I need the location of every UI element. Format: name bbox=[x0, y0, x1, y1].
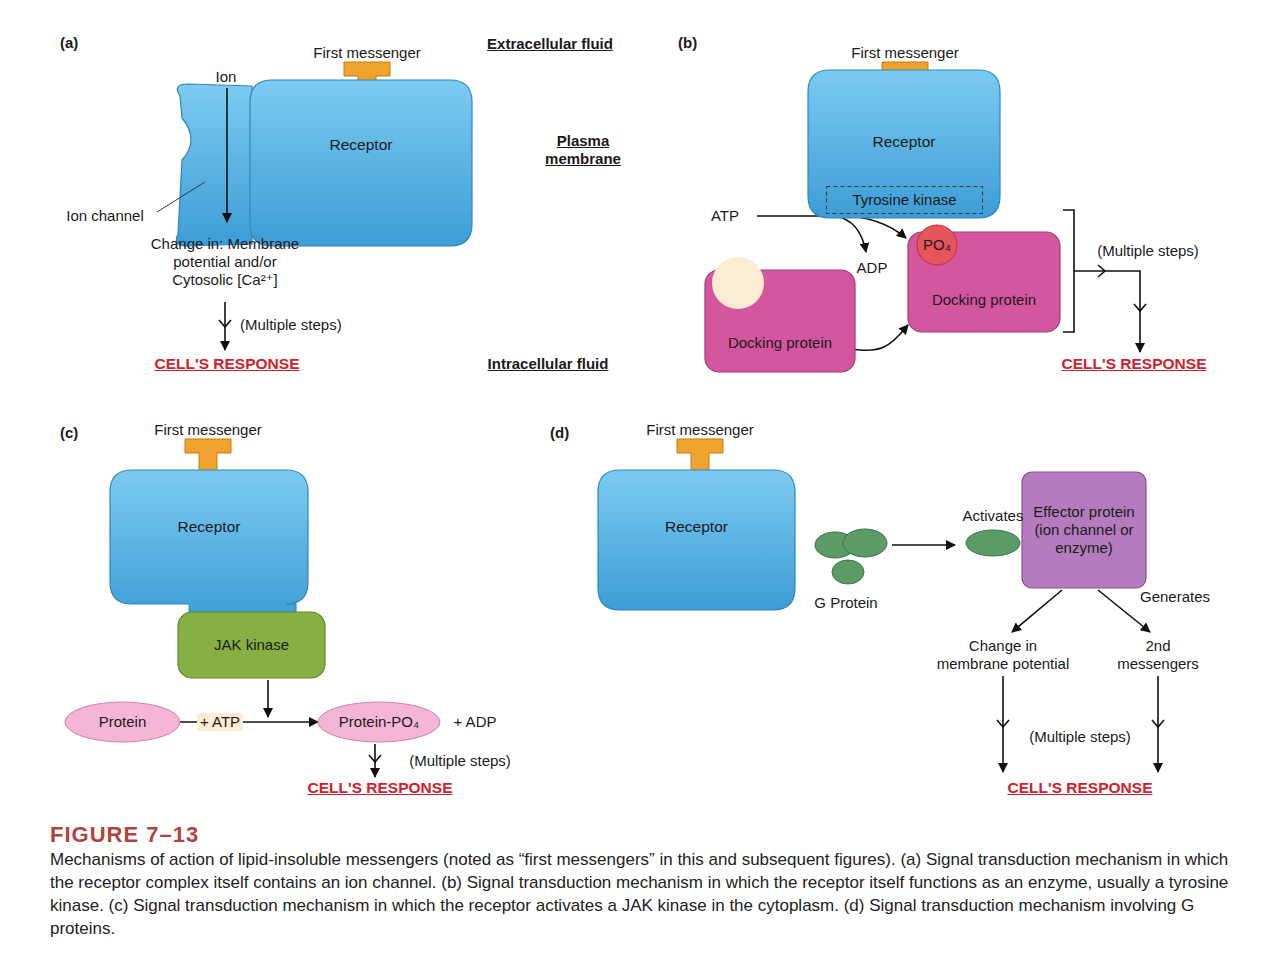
text-label: Generates bbox=[1140, 588, 1210, 606]
step-chevron bbox=[997, 720, 1164, 727]
response-label: CELL'S RESPONSE bbox=[155, 355, 300, 373]
node-text: (b) bbox=[678, 34, 697, 52]
response-label: CELL'S RESPONSE bbox=[1062, 355, 1207, 373]
protein: Protein-PO₄ bbox=[318, 702, 440, 742]
text-label: (Multiple steps) bbox=[409, 752, 511, 770]
receptor-shape bbox=[110, 470, 308, 620]
node-text: Receptor bbox=[665, 518, 728, 536]
g-protein: G Protein bbox=[800, 525, 892, 612]
text-label: (Multiple steps) bbox=[1029, 728, 1131, 746]
receptor: Receptor bbox=[250, 80, 472, 246]
receptor: ReceptorTyrosine kinase bbox=[808, 70, 1000, 218]
step-arrow bbox=[1002, 676, 1004, 772]
node-text: Docking protein bbox=[728, 334, 832, 352]
docking-protein: Docking protein PO₄ bbox=[908, 232, 1060, 332]
node-text: First messenger bbox=[313, 44, 421, 62]
receptor-shape bbox=[598, 470, 795, 610]
ion-channel bbox=[176, 84, 252, 246]
node-text: Receptor bbox=[873, 133, 936, 151]
node-text: Protein bbox=[99, 713, 147, 731]
node-text: JAK kinase bbox=[214, 636, 289, 654]
receptor: Receptor bbox=[598, 470, 795, 610]
text-label: ADP bbox=[857, 259, 888, 277]
jak-kinase: JAK kinase bbox=[178, 612, 325, 678]
node-text: Receptor bbox=[178, 518, 241, 536]
text-label: Change in membrane potential bbox=[936, 637, 1071, 673]
figure-title: FIGURE 7–13 bbox=[50, 822, 199, 848]
atp-arrow bbox=[757, 216, 906, 238]
response-label: CELL'S RESPONSE bbox=[1008, 779, 1153, 797]
node-text: First messenger bbox=[154, 421, 262, 439]
node-text: Effector protein (ion channel or enzyme) bbox=[1028, 503, 1140, 557]
node-text: First messenger bbox=[851, 44, 959, 62]
text-label: Ion bbox=[216, 68, 237, 86]
panel: (d) First messengerReceptor ActivatesEffec… bbox=[540, 418, 1238, 806]
jak-arrow bbox=[267, 680, 269, 717]
figure-caption: Mechanisms of action of lipid-insoluble … bbox=[50, 848, 1235, 940]
bracket bbox=[1063, 210, 1074, 332]
connector-arrow bbox=[892, 544, 955, 546]
node-text: Activates bbox=[963, 507, 1024, 525]
response-label: CELL'S RESPONSE bbox=[308, 779, 453, 797]
step-arrow bbox=[1074, 271, 1140, 352]
panel: (c) First messengerReceptorJAK kinaseProt… bbox=[50, 418, 528, 806]
receptor: Receptor bbox=[110, 470, 308, 620]
node-text: Protein-PO₄ bbox=[339, 713, 419, 731]
tyrosine-kinase-box: Tyrosine kinase bbox=[826, 186, 983, 214]
edge-label: + ATP bbox=[197, 713, 243, 731]
protein: Protein bbox=[65, 702, 180, 742]
text-label: (Multiple steps) bbox=[1097, 242, 1199, 260]
region-label: Intracellular fluid bbox=[488, 355, 609, 373]
step-arrow bbox=[1157, 676, 1159, 772]
node-text: G Protein bbox=[814, 594, 877, 612]
node-text: (d) bbox=[550, 424, 569, 442]
docking-protein: Docking protein bbox=[705, 270, 855, 372]
node-text: (a) bbox=[60, 34, 78, 52]
text-label: ATP bbox=[711, 207, 739, 225]
adp-arrow bbox=[835, 216, 866, 252]
receptor-shape bbox=[250, 80, 472, 246]
text-label: Ion channel bbox=[66, 207, 144, 225]
node-text: (c) bbox=[60, 424, 78, 442]
leader-line bbox=[157, 182, 205, 212]
node-text: Docking protein bbox=[932, 291, 1036, 309]
effector-arrow bbox=[1012, 590, 1062, 632]
text-label: Change in: Membrane potential and/or Cyt… bbox=[150, 235, 300, 289]
phosphate-circle: PO₄ bbox=[917, 225, 957, 265]
g-protein-subunit: Activates bbox=[955, 507, 1031, 558]
ion-arrow bbox=[226, 88, 228, 222]
step-chevron bbox=[219, 320, 231, 327]
region-label: Plasma membrane bbox=[528, 132, 638, 168]
node-text: Receptor bbox=[330, 136, 393, 154]
region-label: Extracellular fluid bbox=[487, 35, 613, 53]
text-label: + ADP bbox=[454, 713, 497, 731]
node-text: PO₄ bbox=[923, 236, 951, 254]
step-chevron bbox=[369, 755, 381, 762]
effector-protein: Effector protein (ion channel or enzyme) bbox=[1022, 472, 1146, 588]
docking-shape bbox=[705, 270, 855, 372]
text-label: 2nd messengers bbox=[1111, 637, 1206, 673]
panel: (b) First messengerReceptorTyrosine kinas… bbox=[668, 28, 1238, 388]
connector-arrow bbox=[855, 325, 908, 350]
node-text: First messenger bbox=[646, 421, 754, 439]
step-chevron bbox=[1098, 265, 1146, 311]
text-label: (Multiple steps) bbox=[240, 316, 342, 334]
node-text: Tyrosine kinase bbox=[852, 191, 956, 209]
